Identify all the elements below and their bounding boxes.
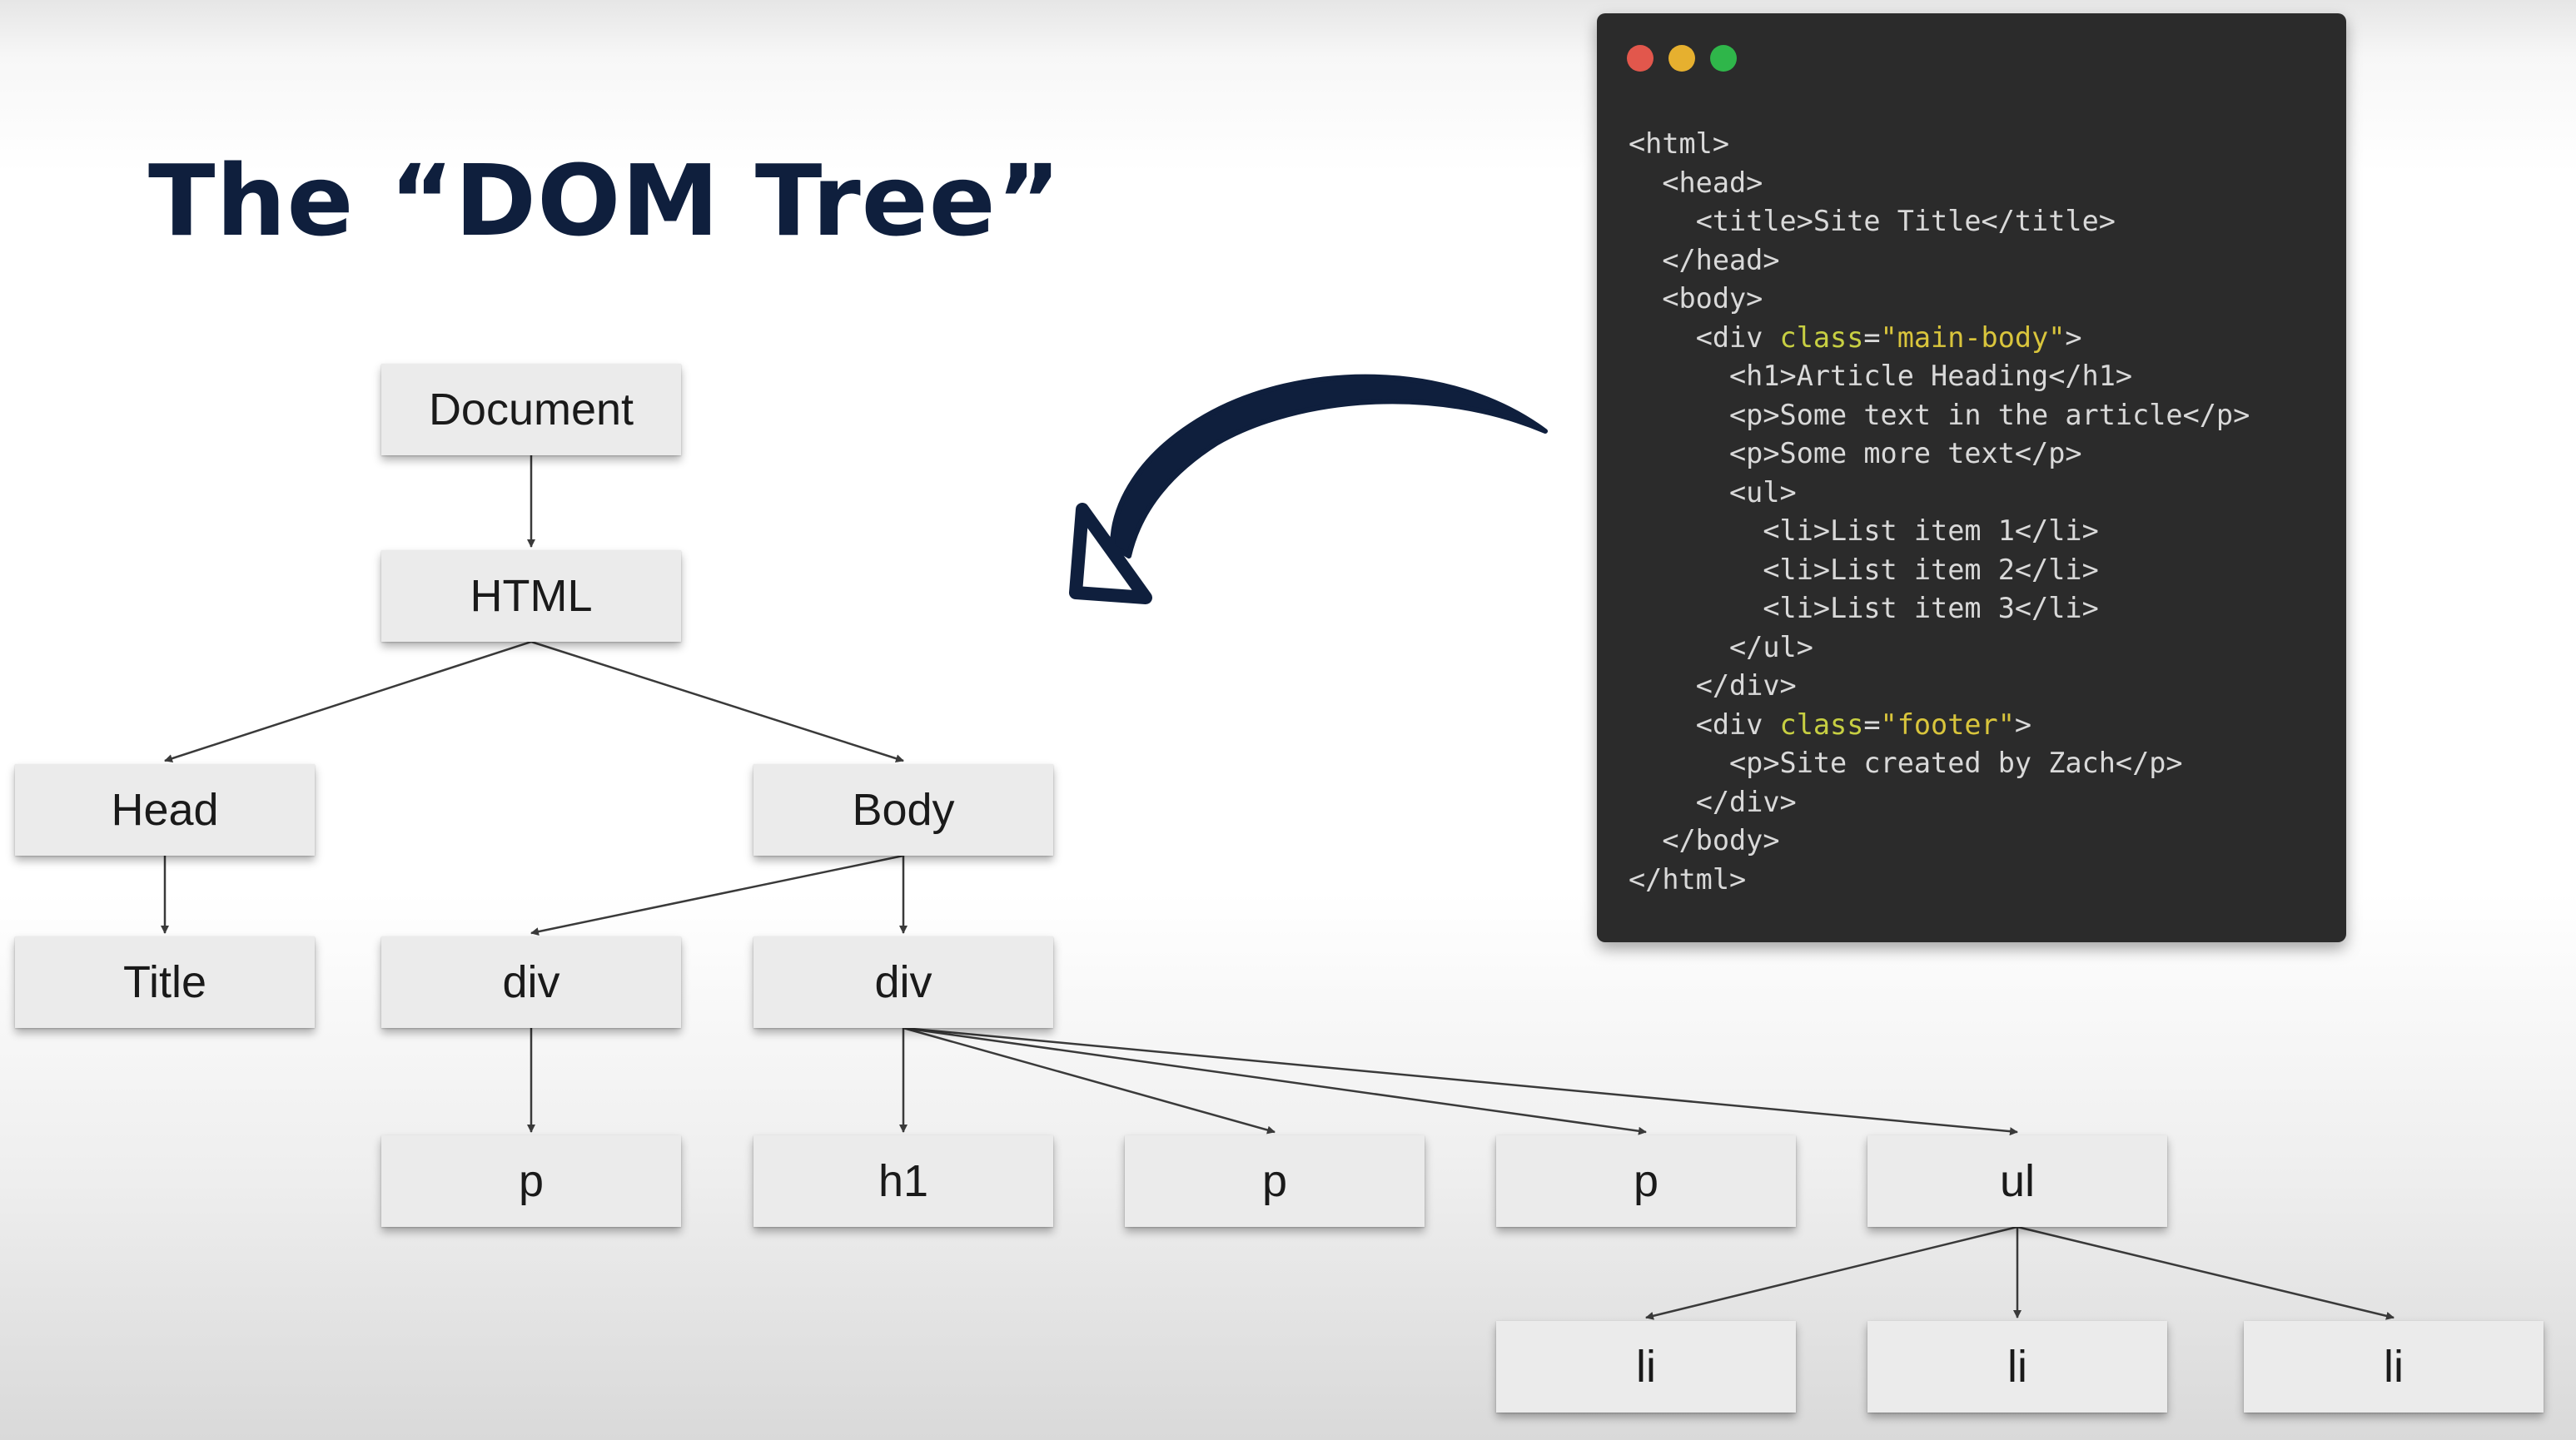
- code-token: <body>: [1662, 282, 1763, 315]
- code-line: <p>Some text in the article</p>: [1629, 396, 2250, 435]
- tree-node-div-main: div: [381, 936, 681, 1028]
- code-line: <html>: [1629, 125, 2250, 164]
- tree-node-title: Title: [15, 936, 315, 1028]
- html-source-code: <html> <head> <title>Site Title</title> …: [1629, 125, 2250, 899]
- code-token: </head>: [1662, 243, 1780, 276]
- edge-ul-to-li1: [1645, 1225, 2018, 1320]
- code-token: <div: [1695, 708, 1780, 741]
- tree-node-p-footer: p: [381, 1135, 681, 1227]
- code-token: >: [2014, 708, 2032, 741]
- code-indent: [1629, 360, 1729, 392]
- code-indent: [1629, 708, 1696, 741]
- code-indent: [1629, 437, 1729, 469]
- code-line: <h1>Article Heading</h1>: [1629, 357, 2250, 396]
- code-line: <body>: [1629, 280, 2250, 319]
- window-controls: [1627, 45, 1752, 72]
- code-token: <ul>: [1729, 475, 1797, 509]
- code-indent: [1629, 669, 1696, 702]
- code-window: <html> <head> <title>Site Title</title> …: [1597, 13, 2346, 942]
- code-line: <div class="footer">: [1629, 706, 2250, 745]
- tree-node-document: Document: [381, 364, 681, 455]
- code-line: </ul>: [1629, 628, 2250, 668]
- code-token: =: [1863, 320, 1881, 354]
- code-token: <title>Site Title</title>: [1695, 205, 2116, 237]
- code-token: <div: [1695, 320, 1780, 354]
- code-token: =: [1863, 708, 1881, 741]
- code-indent: [1629, 786, 1696, 818]
- code-line: <ul>: [1629, 474, 2250, 513]
- code-indent: [1629, 554, 1763, 586]
- edge-html-to-head: [164, 640, 532, 762]
- code-token: >: [2065, 320, 2082, 354]
- slide-title: The “DOM Tree”: [148, 143, 1062, 258]
- code-token: <li>List item 1</li>: [1763, 514, 2099, 547]
- code-line: <p>Some more text</p>: [1629, 434, 2250, 474]
- tree-node-li3: li: [2244, 1321, 2544, 1413]
- code-line: <li>List item 2</li>: [1629, 551, 2250, 590]
- code-token: <head>: [1662, 166, 1763, 199]
- tree-node-p1: p: [1125, 1135, 1425, 1227]
- tree-node-p2: p: [1496, 1135, 1796, 1227]
- code-token: <p>Some more text</p>: [1729, 437, 2082, 469]
- code-line: </head>: [1629, 241, 2250, 281]
- code-token: <p>Site created by Zach</p>: [1729, 747, 2183, 779]
- code-indent: [1629, 631, 1729, 663]
- code-indent: [1629, 205, 1696, 237]
- code-token: <p>Some text in the article</p>: [1729, 398, 2250, 431]
- code-line: <head>: [1629, 164, 2250, 203]
- attribute-value: "main-body": [1880, 320, 2066, 354]
- code-token: </html>: [1629, 862, 1747, 896]
- tree-node-h1: h1: [753, 1135, 1053, 1227]
- code-line: <li>List item 3</li>: [1629, 589, 2250, 628]
- tree-node-li2: li: [1867, 1321, 2167, 1413]
- code-indent: [1629, 399, 1729, 431]
- tree-node-div-footer: div: [753, 936, 1053, 1028]
- tree-node-li1: li: [1496, 1321, 1796, 1413]
- code-token: </div>: [1695, 669, 1797, 702]
- code-indent: [1629, 592, 1763, 624]
- tree-node-head: Head: [15, 764, 315, 856]
- code-indent: [1629, 321, 1696, 354]
- edge-div-footer-to-p2: [903, 1026, 1647, 1135]
- code-token: <h1>Article Heading</h1>: [1729, 360, 2133, 392]
- minimize-icon[interactable]: [1668, 45, 1695, 72]
- edge-ul-to-li3: [2017, 1225, 2394, 1320]
- code-indent: [1629, 476, 1729, 509]
- code-token: </ul>: [1729, 630, 1813, 663]
- code-line: </div>: [1629, 667, 2250, 706]
- code-token: </div>: [1695, 785, 1797, 818]
- code-line: </div>: [1629, 783, 2250, 822]
- code-line: <div class="main-body">: [1629, 319, 2250, 358]
- code-line: <li>List item 1</li>: [1629, 512, 2250, 551]
- tree-node-html: HTML: [381, 550, 681, 642]
- code-token: <html>: [1629, 127, 1730, 160]
- attribute-value: "footer": [1880, 708, 2015, 741]
- code-indent: [1629, 747, 1729, 779]
- tree-node-body: Body: [753, 764, 1053, 856]
- edge-body-to-div-main: [530, 854, 904, 936]
- code-line: </body>: [1629, 822, 2250, 861]
- code-indent: [1629, 824, 1662, 857]
- code-line: <title>Site Title</title>: [1629, 202, 2250, 241]
- attribute-name: class: [1779, 320, 1864, 354]
- code-indent: [1629, 514, 1763, 547]
- code-token: </body>: [1662, 824, 1780, 857]
- edge-div-footer-to-p1: [903, 1026, 1276, 1135]
- code-line: <p>Site created by Zach</p>: [1629, 744, 2250, 783]
- code-indent: [1629, 282, 1662, 315]
- code-indent: [1629, 166, 1662, 199]
- maximize-icon[interactable]: [1710, 45, 1737, 72]
- code-token: <li>List item 3</li>: [1763, 592, 2099, 624]
- tree-node-ul: ul: [1867, 1135, 2167, 1227]
- code-indent: [1629, 244, 1662, 276]
- code-line: </html>: [1629, 861, 2250, 900]
- attribute-name: class: [1779, 708, 1864, 741]
- close-icon[interactable]: [1627, 45, 1654, 72]
- code-token: <li>List item 2</li>: [1763, 553, 2099, 586]
- edge-html-to-body: [530, 640, 904, 763]
- edge-div-footer-to-ul: [903, 1026, 2018, 1136]
